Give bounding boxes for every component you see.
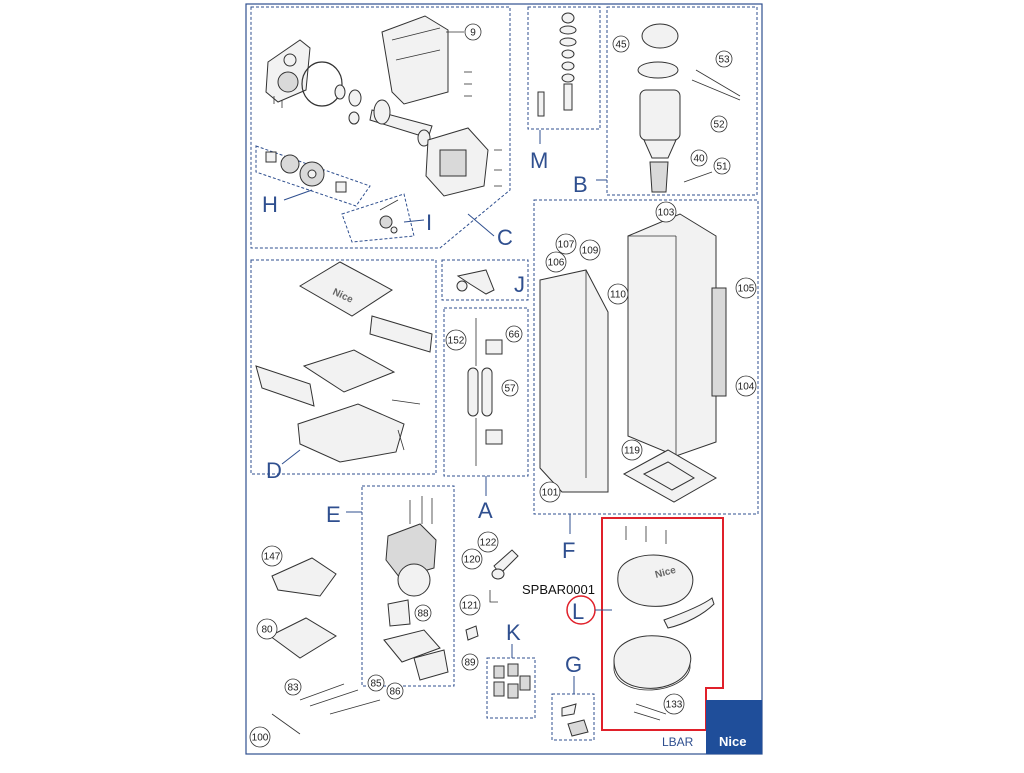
part-number-51: 51 — [716, 162, 728, 173]
group-label-f: F — [562, 538, 575, 563]
group-f-column: 103 107 109 106 110 105 104 119 101 F — [533, 199, 759, 563]
group-i-gear-kit: I — [341, 193, 432, 243]
part-number-88: 88 — [417, 609, 429, 620]
part-number-110: 110 — [610, 290, 626, 301]
part-number-106: 106 — [548, 258, 565, 269]
group-label-c: C — [497, 225, 513, 250]
group-label-h: H — [262, 192, 278, 217]
group-a-springs: 66 152 57 A — [443, 307, 529, 523]
part-number-57: 57 — [504, 384, 516, 395]
cap-brand-text: Nice — [654, 565, 678, 581]
group-label-j: J — [514, 272, 525, 297]
group-label-i: I — [426, 210, 432, 235]
part-number-109: 109 — [582, 246, 599, 257]
group-l-base-kit: Nice 133 SPBAR0001 L — [522, 517, 724, 731]
group-k-blocks: K — [486, 620, 536, 719]
part-number-66: 66 — [508, 330, 520, 341]
part-number-85: 85 — [370, 679, 382, 690]
part-number-107: 107 — [558, 240, 575, 251]
part-number-147: 147 — [264, 552, 281, 563]
part-number-119: 119 — [624, 446, 640, 457]
brand-logo-text: Nice — [719, 734, 746, 749]
group-h-gears: H — [255, 145, 371, 217]
group-label-m: M — [530, 148, 548, 173]
part-number-103: 103 — [658, 208, 675, 219]
part-number-53: 53 — [718, 55, 730, 66]
part-number-89: 89 — [464, 658, 476, 669]
top-cover-lid — [299, 261, 393, 317]
group-label-e: E — [326, 502, 341, 527]
part-number-9: 9 — [470, 28, 476, 39]
group-b-motor: 45 53 52 40 51 B — [573, 6, 758, 197]
brand-logo-box — [706, 700, 762, 754]
part-number-86: 86 — [389, 687, 401, 698]
group-label-a: A — [478, 498, 493, 523]
highlight-outline-l — [601, 517, 724, 731]
group-c-gearbox: 9 C — [250, 6, 513, 250]
group-d-cover: Nice D — [250, 259, 437, 483]
group-label-d: D — [266, 458, 282, 483]
part-number-80: 80 — [261, 625, 273, 636]
group-m-spring-bolt: M — [527, 6, 601, 173]
group-label-l: L — [572, 599, 584, 624]
group-g-fittings: G — [551, 652, 595, 741]
group-j-lever: J — [441, 259, 529, 301]
page-frame — [245, 3, 763, 755]
part-number-52: 52 — [713, 120, 725, 131]
part-number-133: 133 — [666, 700, 683, 711]
loose-parts-bottom-left: 147 80 83 85 86 100 — [249, 545, 404, 748]
part-number-101: 101 — [542, 488, 559, 499]
part-number-45: 45 — [615, 40, 627, 51]
part-number-120: 120 — [464, 555, 481, 566]
part-number-83: 83 — [287, 683, 299, 694]
group-e-electronics: 88 E — [326, 485, 455, 687]
loose-parts-pivot: 122 120 121 89 — [459, 531, 519, 671]
part-number-105: 105 — [738, 284, 755, 295]
part-number-100: 100 — [252, 733, 269, 744]
part-number-122: 122 — [480, 538, 497, 549]
group-label-b: B — [573, 172, 588, 197]
model-label: LBAR — [662, 735, 694, 749]
group-label-g: G — [565, 652, 582, 677]
part-number-121: 121 — [462, 601, 479, 612]
callout-code-spbar0001: SPBAR0001 — [522, 582, 595, 597]
part-number-152: 152 — [448, 336, 465, 347]
part-number-104: 104 — [738, 382, 755, 393]
part-number-40: 40 — [693, 154, 705, 165]
group-label-k: K — [506, 620, 521, 645]
